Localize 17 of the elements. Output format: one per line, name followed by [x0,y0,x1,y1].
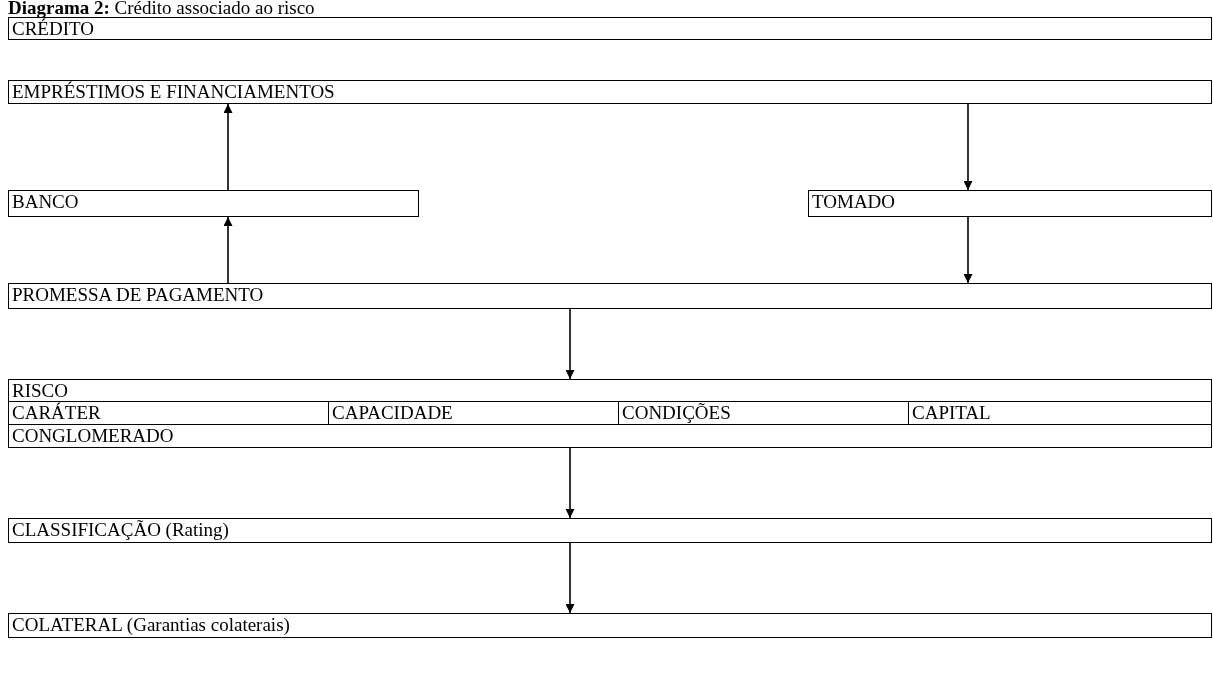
arrow [963,216,973,284]
label-box: CRÉDITO [8,17,1212,40]
arrow [565,308,575,380]
label-box: CONGLOMERADO [8,424,1212,448]
arrow [963,103,973,191]
label-box: BANCO [8,190,419,217]
label-box: COLATERAL (Garantias colaterais) [8,613,1212,638]
label-box: EMPRÉSTIMOS E FINANCIAMENTOS [8,80,1212,104]
arrow [223,103,233,191]
arrow [565,447,575,519]
arrow [565,542,575,614]
diagram-title: Diagrama 2: Crédito associado ao risco [8,0,315,17]
label-box: TOMADO [808,190,1212,217]
arrow [223,216,233,284]
label-box: PROMESSA DE PAGAMENTO [8,283,1212,309]
label-box: RISCO [8,379,1212,402]
label-box: CLASSIFICAÇÃO (Rating) [8,518,1212,543]
